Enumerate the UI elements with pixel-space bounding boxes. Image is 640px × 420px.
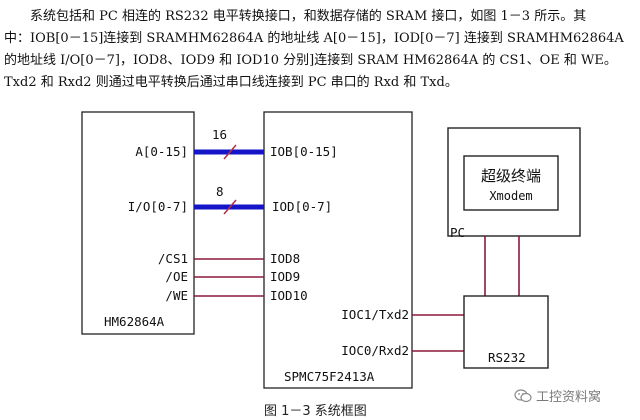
mcu-pin-iod8: IOD8 (270, 251, 300, 266)
address-bus-width: 16 (212, 127, 227, 142)
address-bus-slash (223, 144, 237, 160)
mcu-pin-iod9: IOD9 (270, 269, 300, 284)
sram-pin-io: I/O[0-7] (128, 199, 188, 214)
paragraph-line-1: 系统包括和 PC 相连的 RS232 电平转换接口，和数据存储的 SRAM 接口… (30, 9, 587, 24)
data-bus-width: 8 (216, 184, 224, 199)
pc-screen-window (463, 155, 559, 211)
pc-monitor-box (447, 127, 581, 237)
paragraph-line-4: Txd2 和 Rxd2 则通过电平转换后通过串口线连接到 PC 串口的 Rxd … (4, 75, 458, 90)
mcu-chip-name: SPMC75F2413A (284, 369, 375, 384)
pc-screen-title: 超级终端 (481, 167, 541, 185)
rs232-box (463, 295, 549, 369)
mcu-pin-rxd2: IOC0/Rxd2 (341, 343, 409, 358)
watermark-text: 工控资料窝 (536, 390, 602, 405)
rs232-label: RS232 (488, 350, 526, 365)
paragraph-line-2: 中：IOB[0－15]连接到 SRAMHM62864A 的地址线 A[0－15]… (4, 31, 624, 46)
watermark: 工控资料窝 (514, 386, 601, 405)
mcu-pin-iod10: IOD10 (270, 288, 308, 303)
wechat-icon (514, 388, 532, 402)
mcu-chip-box (263, 111, 413, 389)
paragraph-line-3: 的地址线 I/O[0－7]，IOD8、IOD9 和 IOD10 分别]连接到 S… (4, 53, 617, 68)
figure-caption: 图 1－3 系统框图 (264, 404, 367, 419)
sram-chip-box (81, 111, 195, 335)
mcu-pin-txd2: IOC1/Txd2 (341, 307, 409, 322)
data-bus-slash (223, 199, 237, 215)
description-paragraph: 系统包括和 PC 相连的 RS232 电平转换接口，和数据存储的 SRAM 接口… (4, 6, 636, 94)
mcu-pin-iod: IOD[0-7] (272, 199, 332, 214)
pc-screen-subtitle: Xmodem (489, 189, 532, 203)
sram-pin-cs1: /CS1 (158, 251, 188, 266)
sram-chip-name: HM62864A (104, 314, 165, 329)
pc-label: PC (450, 225, 465, 240)
sram-pin-oe: /OE (165, 269, 188, 284)
mcu-pin-iob: IOB[0-15] (270, 144, 338, 159)
sram-pin-address: A[0-15] (135, 144, 188, 159)
sram-pin-we: /WE (165, 288, 188, 303)
